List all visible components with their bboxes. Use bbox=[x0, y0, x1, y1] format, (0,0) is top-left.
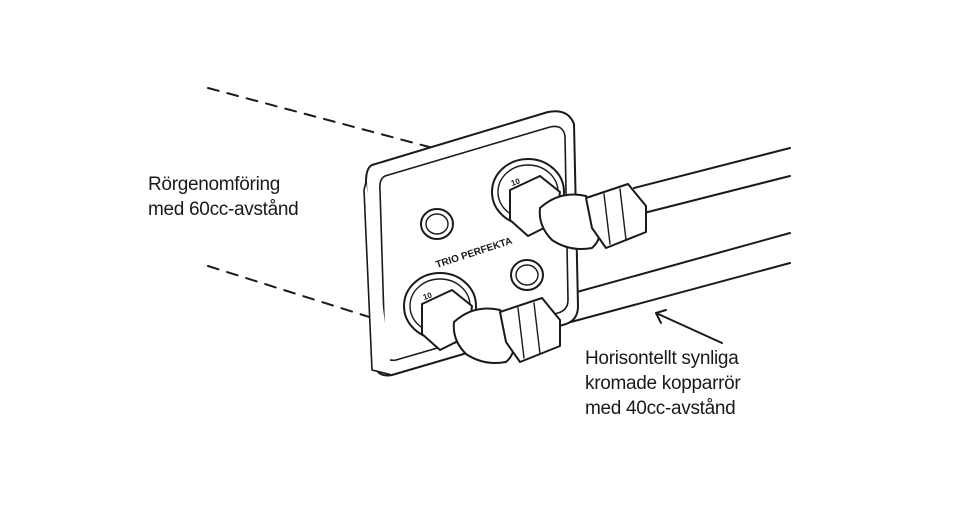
callout-right-line-1: Horisontellt synliga bbox=[585, 348, 739, 369]
callout-chrome-copper-pipes: Horisontellt synliga kromade kopparrör m… bbox=[585, 346, 741, 421]
dial-label-upper: 10 bbox=[510, 176, 522, 187]
callout-right-line-2: kromade kopparrör bbox=[585, 373, 741, 394]
plug-lower-right bbox=[510, 259, 544, 291]
pipe-upper bbox=[633, 147, 791, 215]
leader-lower-dashed bbox=[207, 265, 389, 334]
dial-label-lower: 10 bbox=[422, 290, 434, 301]
callout-pipe-passthrough: Rörgenomföring med 60cc-avstånd bbox=[148, 172, 299, 222]
callout-right-line-3: med 40cc-avstånd bbox=[585, 398, 736, 419]
fitting-upper bbox=[491, 158, 647, 250]
callout-left-line-2: med 60cc-avstånd bbox=[148, 199, 299, 220]
plug-upper-left bbox=[420, 208, 454, 240]
leader-right-arrow bbox=[655, 309, 723, 344]
pipe-lower bbox=[547, 232, 791, 327]
fitting-lower bbox=[403, 272, 561, 364]
callout-left-line-1: Rörgenomföring bbox=[148, 174, 281, 195]
